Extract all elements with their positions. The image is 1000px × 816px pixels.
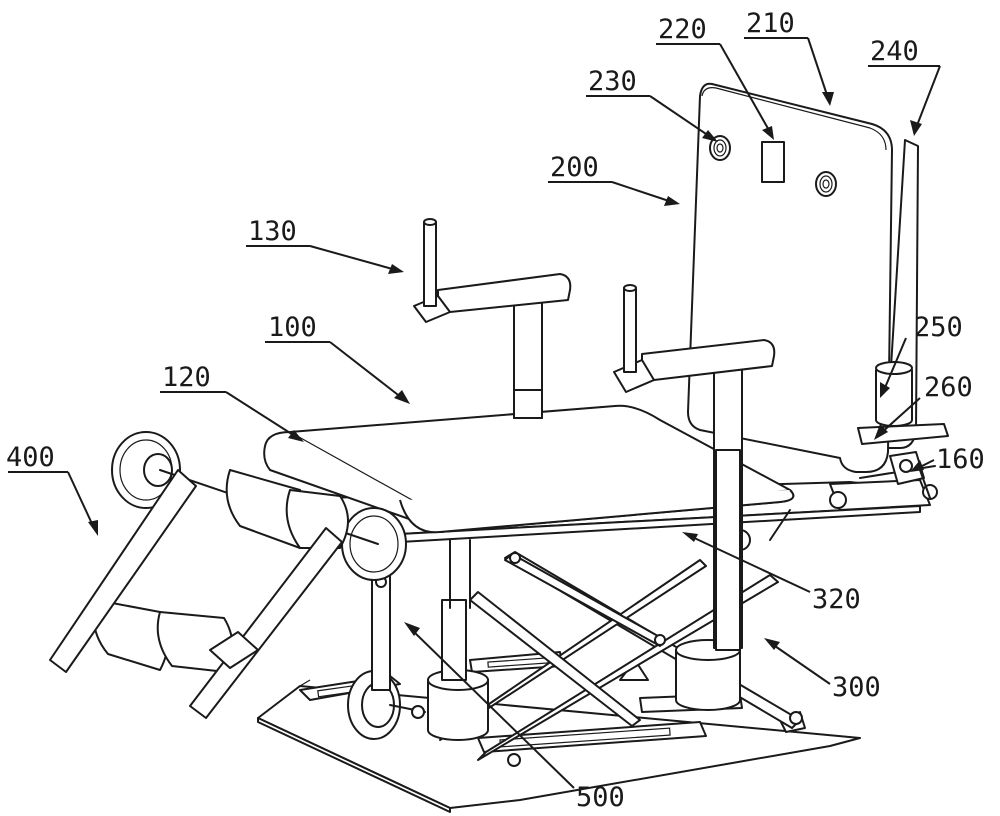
label-230: 230 [588, 66, 637, 97]
label-240: 240 [870, 36, 919, 67]
label-320: 320 [812, 584, 861, 615]
label-130: 130 [248, 216, 297, 247]
reference-labels: 100 120 130 160 200 210 220 230 240 250 … [6, 8, 985, 813]
label-500: 500 [576, 782, 625, 813]
label-220: 220 [658, 14, 707, 45]
label-260: 260 [924, 372, 973, 403]
control-panel [761, 141, 785, 183]
pivot-bracket [889, 451, 931, 499]
label-160: 160 [936, 444, 985, 475]
speaker-right-icon [815, 171, 837, 197]
label-200: 200 [550, 152, 599, 183]
armrest-left [413, 218, 572, 419]
speaker-left-icon [709, 135, 731, 161]
label-120: 120 [162, 362, 211, 393]
leg-extension [49, 431, 407, 719]
label-100: 100 [268, 312, 317, 343]
armrest-right [613, 284, 776, 651]
label-250: 250 [914, 312, 963, 343]
leader-lines [8, 37, 941, 789]
label-300: 300 [832, 672, 881, 703]
support-cylinders [427, 599, 741, 741]
seat-cushion [263, 404, 795, 534]
label-210: 210 [746, 8, 795, 39]
label-400: 400 [6, 442, 55, 473]
